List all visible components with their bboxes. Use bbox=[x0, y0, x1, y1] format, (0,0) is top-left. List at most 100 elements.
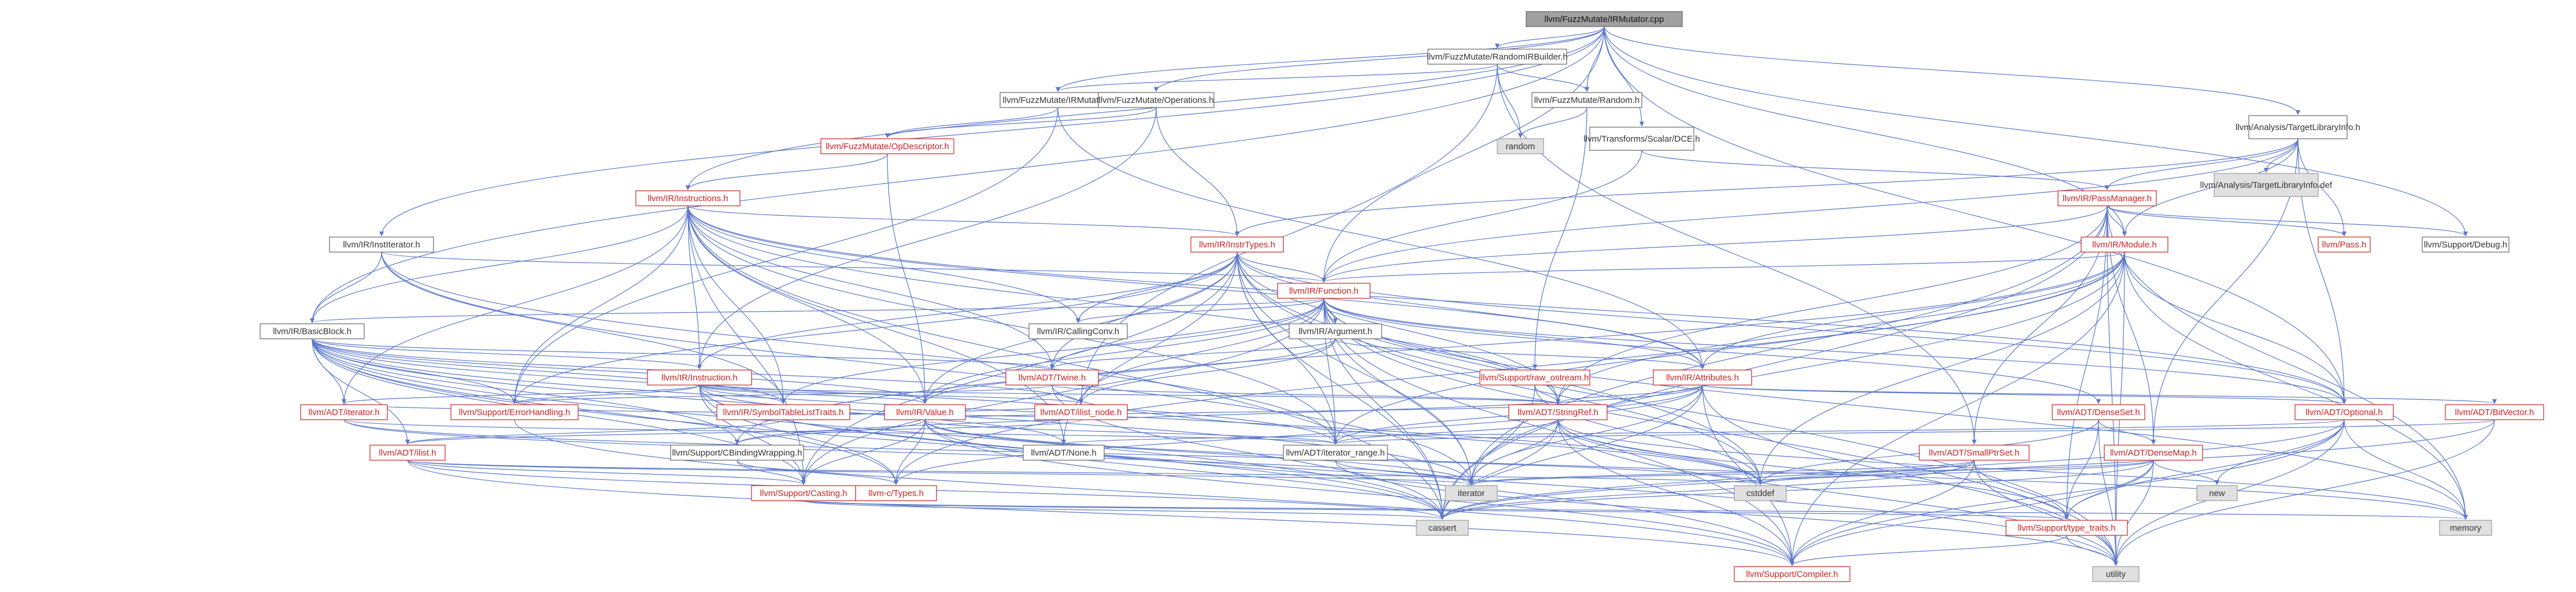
node-label-passmgr: llvm/IR/PassManager.h bbox=[2063, 194, 2152, 204]
edge-function-to-memory bbox=[1323, 298, 2468, 520]
node-pass[interactable]: llvm/Pass.h bbox=[2318, 236, 2371, 253]
node-box-random bbox=[1531, 92, 1642, 108]
node-label-compiler: llvm/Support/Compiler.h bbox=[1746, 569, 1838, 579]
edge-institer-to-function bbox=[381, 251, 1326, 283]
node-dce[interactable]: llvm/Transforms/Scalar/DCE.h bbox=[1583, 127, 1700, 151]
node-label-function: llvm/IR/Function.h bbox=[1289, 286, 1359, 296]
node-smallptr[interactable]: llvm/ADT/SmallPtrSet.h bbox=[1919, 445, 2030, 461]
edge-function-to-value bbox=[922, 298, 1324, 404]
node-optional[interactable]: llvm/ADT/Optional.h bbox=[2294, 404, 2394, 420]
node-box-iteratorsys bbox=[1445, 485, 1498, 501]
node-symtab[interactable]: llvm/IR/SymbolTableListTraits.h bbox=[716, 404, 850, 420]
node-label-tlidef: llvm/Analysis/TargetLibraryInfo.def bbox=[2200, 180, 2333, 190]
node-cbinding[interactable]: llvm/Support/CBindingWrapping.h bbox=[670, 445, 804, 461]
node-box-institer bbox=[329, 236, 434, 253]
node-attributes[interactable]: llvm/IR/Attributes.h bbox=[1653, 369, 1752, 386]
node-utility: utility bbox=[2092, 566, 2140, 582]
edge-randir-to-irmut bbox=[1056, 64, 1498, 92]
edge-tli-to-function bbox=[1321, 138, 2299, 283]
edge-smallptr-to-compiler bbox=[1789, 460, 1975, 566]
edge-instructions-to-instruction bbox=[687, 205, 702, 369]
node-argument[interactable]: llvm/IR/Argument.h bbox=[1289, 323, 1382, 339]
edge-root-to-irmut bbox=[1055, 26, 1605, 92]
edge-instructions-to-basicblock bbox=[309, 205, 689, 323]
node-label-densemap: llvm/ADT/DenseMap.h bbox=[2110, 448, 2197, 458]
edge-basicblock-to-value bbox=[312, 338, 928, 404]
edge-densetset-to-densemap bbox=[2098, 419, 2156, 445]
node-label-tli: llvm/Analysis/TargetLibraryInfo.h bbox=[2236, 123, 2360, 132]
edge-attributes-to-cbinding bbox=[735, 384, 1703, 445]
edge-passmgr-to-module bbox=[2107, 205, 2127, 236]
edge-instruction-to-adtiterator bbox=[342, 384, 700, 404]
node-value[interactable]: llvm/IR/Value.h bbox=[884, 404, 966, 420]
node-root[interactable]: llvm/FuzzMutate/IRMutator.cpp bbox=[1526, 11, 1683, 27]
edge-instructions-to-insttypes bbox=[687, 205, 1239, 236]
edge-densemap-to-compiler bbox=[1789, 460, 2154, 566]
node-institer[interactable]: llvm/IR/InstIterator.h bbox=[329, 236, 434, 253]
node-passmgr[interactable]: llvm/IR/PassManager.h bbox=[2057, 190, 2157, 206]
node-debug[interactable]: llvm/Support/Debug.h bbox=[2422, 236, 2510, 253]
node-label-random: llvm/FuzzMutate/Random.h bbox=[1534, 95, 1640, 105]
edge-basicblock-to-instruction bbox=[312, 338, 702, 369]
edge-basicblock-to-itrange bbox=[312, 338, 1338, 445]
edge-optional-to-cassert bbox=[1439, 419, 2345, 520]
node-typetraits[interactable]: llvm/Support/type_traits.h bbox=[2005, 520, 2128, 536]
node-casting[interactable]: llvm/Support/Casting.h bbox=[751, 485, 856, 501]
node-label-errhandling: llvm/Support/ErrorHandling.h bbox=[459, 408, 571, 417]
edge-dce-to-function bbox=[1321, 150, 1642, 283]
node-box-bitvector bbox=[2445, 404, 2544, 420]
node-callingconv[interactable]: llvm/IR/CallingConv.h bbox=[1028, 323, 1128, 339]
node-label-adtiterator: llvm/ADT/iterator.h bbox=[308, 408, 379, 417]
node-box-cbinding bbox=[670, 445, 804, 461]
edge-tli-to-module bbox=[2122, 138, 2299, 236]
edge-ilistnode-to-ilist bbox=[405, 419, 1082, 445]
node-insttypes[interactable]: llvm/IR/InstrTypes.h bbox=[1190, 236, 1284, 253]
node-basicblock[interactable]: llvm/IR/BasicBlock.h bbox=[260, 323, 365, 339]
node-twine[interactable]: llvm/ADT/Twine.h bbox=[1005, 369, 1099, 386]
node-densemap[interactable]: llvm/ADT/DenseMap.h bbox=[2104, 445, 2203, 461]
node-stringref[interactable]: llvm/ADT/StringRef.h bbox=[1508, 404, 1608, 420]
node-box-itrange bbox=[1283, 445, 1388, 461]
edge-function-to-basicblock bbox=[310, 298, 1324, 323]
node-box-smallptr bbox=[1919, 445, 2030, 461]
node-errhandling[interactable]: llvm/Support/ErrorHandling.h bbox=[450, 404, 579, 420]
node-opdesc[interactable]: llvm/FuzzMutate/OpDescriptor.h bbox=[820, 138, 954, 154]
node-densetset[interactable]: llvm/ADT/DenseSet.h bbox=[2052, 404, 2145, 420]
edge-basicblock-to-twine bbox=[312, 338, 1054, 369]
node-rawostream[interactable]: llvm/Support/raw_ostream.h bbox=[1479, 369, 1590, 386]
edge-passmgr-to-pass bbox=[2107, 205, 2347, 236]
edge-basicblock-to-errhandling bbox=[312, 338, 517, 404]
node-box-stringref bbox=[1508, 404, 1608, 420]
edge-optional-to-memory bbox=[2344, 419, 2468, 520]
node-adtiterator[interactable]: llvm/ADT/iterator.h bbox=[300, 404, 388, 420]
edge-root-to-tli bbox=[1604, 26, 2301, 115]
edge-insttypes-to-callingconv bbox=[1075, 251, 1238, 323]
node-label-none: llvm/ADT/None.h bbox=[1031, 448, 1096, 458]
node-random[interactable]: llvm/FuzzMutate/Random.h bbox=[1531, 92, 1642, 108]
edge-argument-to-ilistnode bbox=[1078, 338, 1336, 404]
node-bitvector[interactable]: llvm/ADT/BitVector.h bbox=[2445, 404, 2544, 420]
node-newsys: new bbox=[2196, 485, 2238, 501]
edge-bitvector-to-utility bbox=[2113, 419, 2495, 566]
node-tlidef: llvm/Analysis/TargetLibraryInfo.def bbox=[2200, 173, 2333, 197]
node-module[interactable]: llvm/IR/Module.h bbox=[2081, 236, 2168, 253]
node-instructions[interactable]: llvm/IR/Instructions.h bbox=[635, 190, 741, 206]
node-instruction[interactable]: llvm/IR/Instruction.h bbox=[647, 369, 752, 386]
edge-root-to-institer bbox=[379, 26, 1605, 236]
node-ilist[interactable]: llvm/ADT/ilist.h bbox=[369, 445, 446, 461]
node-tli[interactable]: llvm/Analysis/TargetLibraryInfo.h bbox=[2236, 115, 2360, 139]
node-ctypes[interactable]: llvm-c/Types.h bbox=[855, 485, 937, 501]
node-ops[interactable]: llvm/FuzzMutate/Operations.h bbox=[1098, 92, 1215, 108]
node-label-opdesc: llvm/FuzzMutate/OpDescriptor.h bbox=[826, 142, 949, 151]
node-itrange[interactable]: llvm/ADT/iterator_range.h bbox=[1283, 445, 1388, 461]
edge-casting-to-cassert bbox=[803, 500, 1445, 520]
node-box-randomsys bbox=[1497, 138, 1544, 154]
edge-tli-to-passmgr bbox=[2104, 138, 2299, 190]
node-function[interactable]: llvm/IR/Function.h bbox=[1277, 283, 1371, 299]
node-ilistnode[interactable]: llvm/ADT/ilist_node.h bbox=[1034, 404, 1128, 420]
node-randir[interactable]: llvm/FuzzMutate/RandomIRBuilder.h bbox=[1427, 49, 1568, 65]
edge-ilist-to-iteratorsys bbox=[407, 460, 1474, 485]
node-none[interactable]: llvm/ADT/None.h bbox=[1023, 445, 1105, 461]
node-compiler[interactable]: llvm/Support/Compiler.h bbox=[1734, 566, 1850, 582]
